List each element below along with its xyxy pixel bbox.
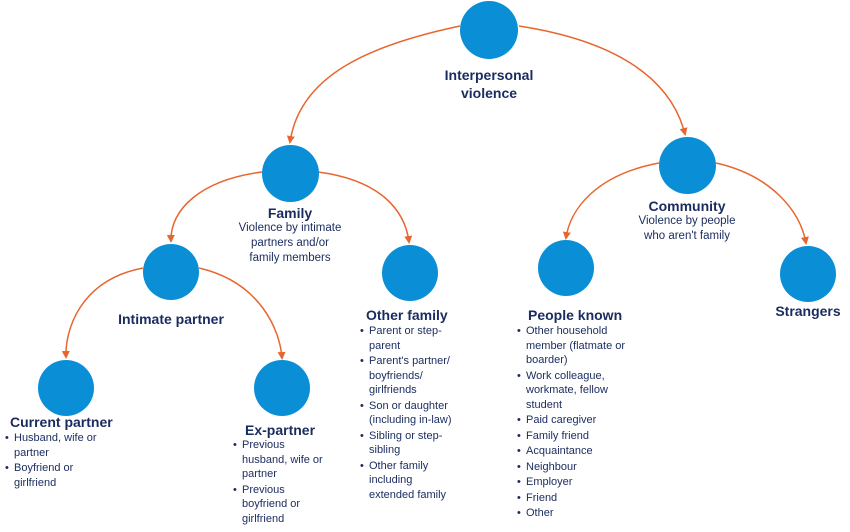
ex-partner-node xyxy=(254,360,310,416)
interpersonal-violence-node xyxy=(460,1,518,59)
list-item: Parent or step-parent xyxy=(360,324,460,353)
ex-partner-title: Ex-partner xyxy=(245,422,316,438)
list-item: Acquaintance xyxy=(517,444,639,459)
list-item: Previous boyfriend or girlfriend xyxy=(233,483,323,527)
list-item: Neighbour xyxy=(517,460,639,475)
people-known-title: People known xyxy=(528,307,623,323)
arrow-community-strangers xyxy=(715,162,809,245)
community-title: Community xyxy=(648,198,726,214)
family-title: Family xyxy=(267,205,313,221)
arrow-root-family xyxy=(286,25,461,144)
list-item: Employer xyxy=(517,475,639,490)
list-item: Son or daughter (including in-law) xyxy=(360,399,460,428)
community-node xyxy=(659,137,716,194)
arrow-root-community xyxy=(518,25,688,136)
arrow-intimate-current xyxy=(61,267,144,359)
list-item: Paid caregiver xyxy=(517,413,639,428)
list-item: Sibling or step-sibling xyxy=(360,429,460,458)
people-known-node xyxy=(538,240,594,296)
list-item: Husband, wife or partner xyxy=(5,431,109,460)
list-item: Boyfriend or girlfriend xyxy=(5,461,109,490)
arrow-family-other xyxy=(317,171,413,244)
arrow-intimate-ex xyxy=(198,267,286,360)
intimate-partner-node xyxy=(143,244,199,300)
family-description: Violence by intimate partners and/or fam… xyxy=(238,222,342,264)
strangers-node xyxy=(780,246,836,302)
arrow-family-intimate xyxy=(166,171,263,243)
current-partner-node xyxy=(38,360,94,416)
list-item: Other family including extended family xyxy=(360,459,460,503)
list-item: Previous husband, wife or partner xyxy=(233,438,323,482)
people-known-list: Other household member (flatmate or boar… xyxy=(517,324,639,522)
ex-partner-list: Previous husband, wife or partnerPreviou… xyxy=(233,438,323,527)
family-node xyxy=(262,145,319,202)
arrow-community-known xyxy=(562,162,660,240)
intimate-partner-title: Intimate partner xyxy=(118,311,224,327)
strangers-title: Strangers xyxy=(775,303,841,319)
interpersonal-violence-title: Interpersonal violence xyxy=(444,67,534,101)
list-item: Other household member (flatmate or boar… xyxy=(517,324,639,368)
community-description: Violence by people who aren't family xyxy=(638,215,736,242)
other-family-list: Parent or step-parentParent's partner/ b… xyxy=(360,324,460,503)
list-item: Work colleague, workmate, fellow student xyxy=(517,369,639,413)
list-item: Family friend xyxy=(517,429,639,444)
list-item: Parent's partner/ boyfriends/ girlfriend… xyxy=(360,354,460,398)
other-family-node xyxy=(382,245,438,301)
current-partner-list: Husband, wife or partnerBoyfriend or gir… xyxy=(5,431,109,491)
other-family-title: Other family xyxy=(366,307,448,323)
list-item: Friend xyxy=(517,491,639,506)
current-partner-title: Current partner xyxy=(10,414,113,430)
list-item: Other xyxy=(517,506,639,521)
